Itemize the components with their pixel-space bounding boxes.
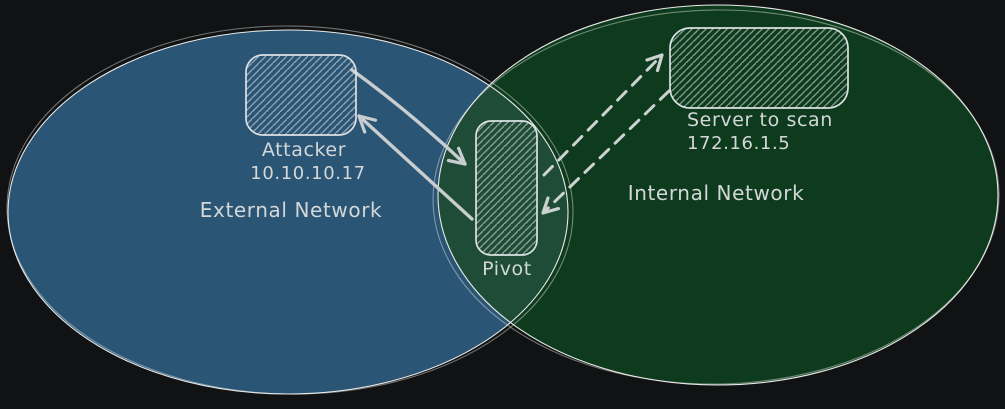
external-network-outline (7, 29, 569, 395)
pivot-box (475, 120, 538, 256)
pivot-to-server-arrow (542, 53, 664, 177)
server-label: Server to scan (687, 109, 833, 131)
external-network-outline-echo (6, 25, 574, 395)
pivot-label: Pivot (482, 258, 532, 280)
attacker-to-pivot-arrowhead (446, 146, 467, 166)
server-to-pivot-arrowhead (541, 196, 560, 215)
pivot-to-attacker-arrow (357, 114, 474, 221)
attacker-ip: 10.10.10.17 (250, 163, 365, 184)
external-network-ellipse (8, 30, 568, 394)
pivot-to-attacker-line (357, 114, 474, 221)
attacker-box (245, 54, 357, 136)
external-network-label: External Network (200, 198, 382, 222)
server-box (669, 27, 849, 109)
internal-network-ellipse (438, 5, 998, 385)
server-to-pivot-line (541, 89, 671, 215)
pivot-to-attacker-arrowhead (357, 114, 378, 134)
pivot-to-server-arrowhead (645, 53, 664, 73)
internal-network-label: Internal Network (628, 181, 805, 205)
attacker-label: Attacker (262, 139, 346, 161)
internal-network-outline-echo (432, 9, 1000, 385)
server-node: Server to scan 172.16.1.5 (669, 27, 849, 154)
attacker-to-pivot-arrow (350, 68, 467, 166)
pivot-node: Pivot (475, 120, 538, 280)
attacker-node: Attacker 10.10.10.17 (245, 54, 365, 184)
pivot-to-server-line (542, 53, 664, 177)
server-ip: 172.16.1.5 (687, 133, 790, 154)
attacker-to-pivot-line (350, 68, 467, 166)
server-to-pivot-arrow (541, 89, 671, 215)
internal-network-outline (437, 4, 999, 386)
